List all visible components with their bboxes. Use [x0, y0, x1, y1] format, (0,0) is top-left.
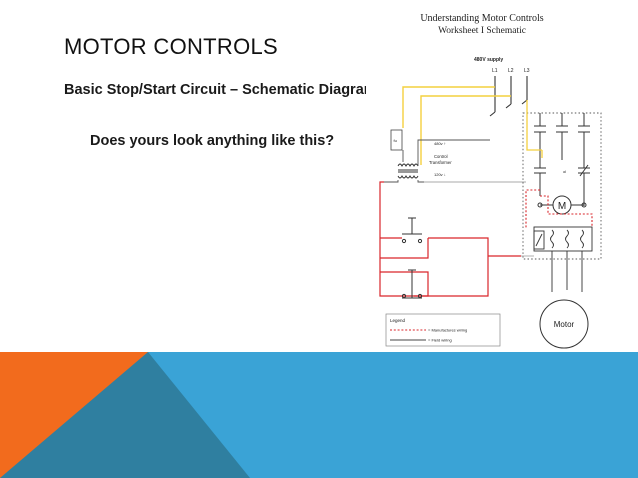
aux-contacts [534, 160, 590, 206]
phase-label-l1: L1 [492, 68, 498, 74]
schematic-header-line2: Worksheet I Schematic [438, 26, 526, 36]
schematic-header-line1: Understanding Motor Controls [420, 13, 543, 24]
decorative-band [0, 352, 638, 478]
phase-label-l3: L3 [524, 68, 530, 74]
supply-label: 480V supply [474, 57, 503, 63]
transformer-label-line2: Transformer [429, 160, 452, 165]
primary-label: 480v ↑ [434, 141, 446, 146]
slide-question: Does yours look anything like this? [90, 133, 335, 149]
coil-leads [537, 202, 587, 208]
main-contacts [494, 110, 590, 160]
start-pushbutton [401, 217, 423, 244]
band-orange-triangle [0, 352, 148, 478]
stop-pushbutton [401, 269, 423, 299]
legend-box [385, 313, 501, 347]
transformer-label-line1: Control [434, 154, 448, 159]
supply-lines [489, 76, 528, 117]
manufacturer-wiring [525, 189, 593, 228]
schematic-diagram: Understanding Motor Controls Worksheet I… [366, 0, 638, 352]
legend-item-field: = Field wiring [428, 338, 452, 343]
overload-elements [533, 229, 584, 292]
schematic-svg: Understanding Motor Controls Worksheet I… [379, 13, 602, 349]
yellow-right-leads [526, 100, 543, 158]
motor-label: Motor [554, 320, 575, 329]
red-field-wiring [379, 181, 521, 297]
starter-enclosure [522, 112, 602, 260]
fuse-label: fu [394, 138, 397, 143]
control-fuse [390, 129, 403, 151]
secondary-label: 120v ↓ [434, 172, 446, 177]
motor-symbol [539, 299, 589, 349]
phase-label-l2: L2 [508, 68, 514, 74]
transformer-secondary-leads [384, 139, 526, 183]
yellow-control-leads [402, 86, 511, 165]
ol-label: ol [563, 169, 566, 174]
control-transformer [397, 163, 419, 179]
slide-subtitle: Basic Stop/Start Circuit – Schematic Dia… [64, 82, 377, 98]
legend-item-manufacturer: = Manufactures wiring [428, 328, 467, 333]
slide-title: MOTOR CONTROLS [64, 34, 279, 59]
coil-label: M [558, 201, 566, 212]
band-svg [0, 352, 638, 478]
legend-title: Legend [390, 318, 406, 323]
